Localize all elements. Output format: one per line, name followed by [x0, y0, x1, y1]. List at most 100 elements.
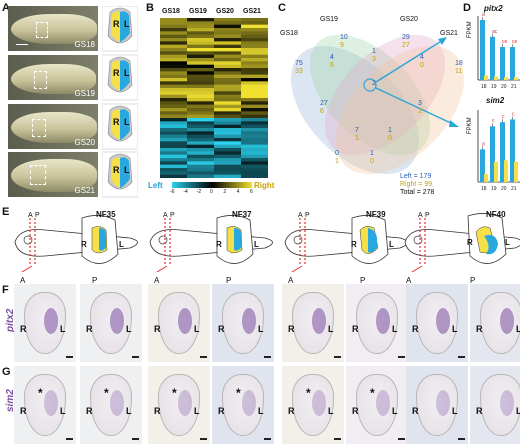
venn-count-left: 29 — [402, 34, 410, 41]
panel-label-g: G — [2, 366, 11, 378]
heatmap-cell — [160, 68, 187, 72]
heatmap-cell — [214, 164, 241, 169]
section-l-label: L — [194, 324, 200, 334]
colorbar-tick: 0 — [210, 189, 213, 195]
schematic-r-1: R — [113, 19, 120, 29]
heatmap-cell — [187, 164, 214, 169]
heatmap-cell — [241, 78, 268, 82]
e-l-1: L — [119, 240, 124, 249]
heatmap-cell — [241, 174, 268, 178]
e-axis-p-1: P — [35, 212, 40, 219]
e-axis-p-4: P — [425, 212, 430, 219]
heatmap-cell — [214, 74, 241, 79]
bar-right — [484, 173, 488, 182]
heatmap-cell — [241, 68, 268, 72]
e-r-3: R — [351, 240, 357, 249]
venn-count-right: 27 — [402, 42, 410, 49]
panel-label-e: E — [2, 206, 10, 218]
venn-diagram — [290, 34, 465, 175]
heatmap-cell — [187, 114, 214, 119]
heatmap-cell — [214, 44, 241, 49]
heatmap-cell — [214, 88, 241, 92]
f-axis-p-3: P — [360, 276, 366, 285]
e-axis-p-3: P — [305, 212, 310, 219]
bar-letter: ce — [512, 39, 518, 45]
panel-label-a: A — [2, 2, 10, 14]
f-axis-a-4: A — [406, 276, 412, 285]
heatmap-cell — [160, 141, 187, 145]
heatmap-cell — [241, 81, 268, 85]
section-l-label: L — [60, 324, 66, 334]
heatmap-cell — [160, 58, 187, 62]
section-l-label: L — [392, 406, 398, 416]
heatmap-cell — [187, 84, 214, 89]
venn-count-left: 1 — [370, 150, 374, 157]
panel-label-b: B — [146, 2, 154, 14]
tadpole-nf39 — [284, 215, 408, 266]
heatmap-cell — [241, 154, 268, 159]
section-r-label: R — [86, 324, 93, 334]
tadpole-nf40 — [404, 213, 520, 266]
section-r-label: R — [412, 406, 419, 416]
e-axis-a-1: A — [28, 212, 33, 219]
venn-count-left: 4 — [330, 54, 334, 61]
venn-label-gs18: GS18 — [280, 30, 298, 37]
venn-count-right: 1 — [355, 135, 359, 142]
heatmap-cell — [241, 21, 268, 25]
heatmap-cell — [187, 98, 214, 102]
heatmap-cell — [241, 64, 268, 69]
heatmap-cell — [214, 28, 241, 32]
section-r-label: R — [154, 324, 161, 334]
heatmap-cell — [214, 38, 241, 42]
heatmap-cell — [214, 68, 241, 72]
heatmap-cell — [214, 144, 241, 149]
heatmap-cell — [187, 141, 214, 145]
heatmap-cell — [214, 138, 241, 142]
heatmap-cell — [160, 64, 187, 69]
bar-right — [494, 76, 498, 80]
heatmap-col-gs21: GS21 — [243, 8, 261, 15]
heatmap-cell — [241, 118, 268, 122]
heatmap-cell — [160, 131, 187, 135]
heatmap-cell — [160, 54, 187, 59]
heatmap-cell — [160, 144, 187, 149]
heatmap-cell — [241, 114, 268, 119]
bar-chart-ylabel-2: FPKM — [467, 117, 473, 134]
panel-label-c: C — [278, 2, 286, 14]
bar-category-label: 20 — [501, 84, 507, 90]
heatmap-col-gs20: GS20 — [216, 8, 234, 15]
heatmap-cell — [160, 41, 187, 45]
heatmap-cell — [241, 151, 268, 155]
bar-letter: a — [482, 12, 485, 18]
tadpole-nf37 — [149, 215, 273, 266]
heatmap-cell — [214, 171, 241, 175]
heatmap-cell — [160, 48, 187, 52]
section-r-label: R — [20, 406, 27, 416]
bar-right — [514, 77, 518, 80]
scale-bar — [398, 438, 405, 440]
heatmap-cell — [160, 61, 187, 65]
bar-right — [504, 160, 508, 182]
heatmap-col-gs19: GS19 — [189, 8, 207, 15]
section-r-label: R — [86, 406, 93, 416]
venn-count-left: 75 — [295, 60, 303, 67]
e-l-4: L — [505, 238, 510, 247]
heatmap-cell — [160, 104, 187, 109]
bar-right — [504, 77, 508, 80]
heatmap-cell — [187, 158, 214, 162]
heatmap-cell — [187, 34, 214, 39]
venn-set-gs19 — [309, 34, 431, 156]
heatmap-cell — [160, 148, 187, 152]
section-star: * — [236, 386, 241, 400]
scale-bar — [200, 356, 207, 358]
heatmap — [160, 18, 268, 178]
heatmap-cell — [160, 98, 187, 102]
heatmap-cell — [187, 148, 214, 152]
schematic-r-4: R — [113, 165, 120, 175]
heatmap-cell — [187, 118, 214, 122]
venn-count-left: 18 — [455, 60, 463, 67]
heatmap-cell — [241, 41, 268, 45]
heatmap-cell — [241, 111, 268, 115]
heatmap-cell — [187, 161, 214, 165]
